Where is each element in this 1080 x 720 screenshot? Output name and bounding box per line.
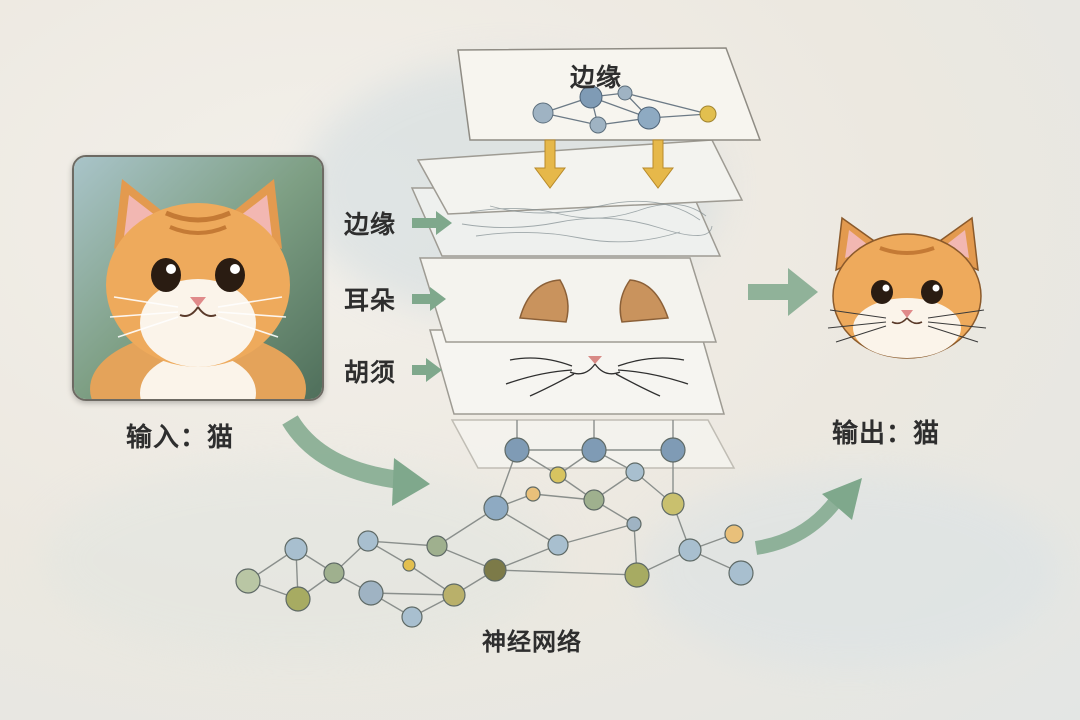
curved-arrow-icon (754, 478, 862, 555)
whiskers-feature (505, 356, 689, 397)
curved-arrow-icon (282, 415, 430, 506)
output-cat-image (827, 216, 987, 359)
arrow-right-icon (412, 211, 452, 382)
whiskers-layer-label: 胡须 (344, 358, 397, 387)
edges-layer-label: 边缘 (344, 210, 397, 239)
arrow-right-icon (748, 268, 818, 316)
network-label: 神经网络 (482, 628, 582, 656)
input-cat-image (72, 155, 324, 401)
edge-texture-layer (461, 200, 713, 243)
background-wash (40, 460, 560, 660)
ears-feature (519, 279, 670, 323)
output-label: 输出：猫 (832, 419, 941, 449)
top-layer-network (532, 85, 717, 134)
ears-layer-label: 耳朵 (344, 286, 397, 315)
down-arrow-icon (534, 139, 674, 189)
input-label: 输入：猫 (126, 423, 235, 453)
top-layer-label: 边缘 (570, 63, 623, 92)
neural-network-nodes (235, 437, 754, 628)
